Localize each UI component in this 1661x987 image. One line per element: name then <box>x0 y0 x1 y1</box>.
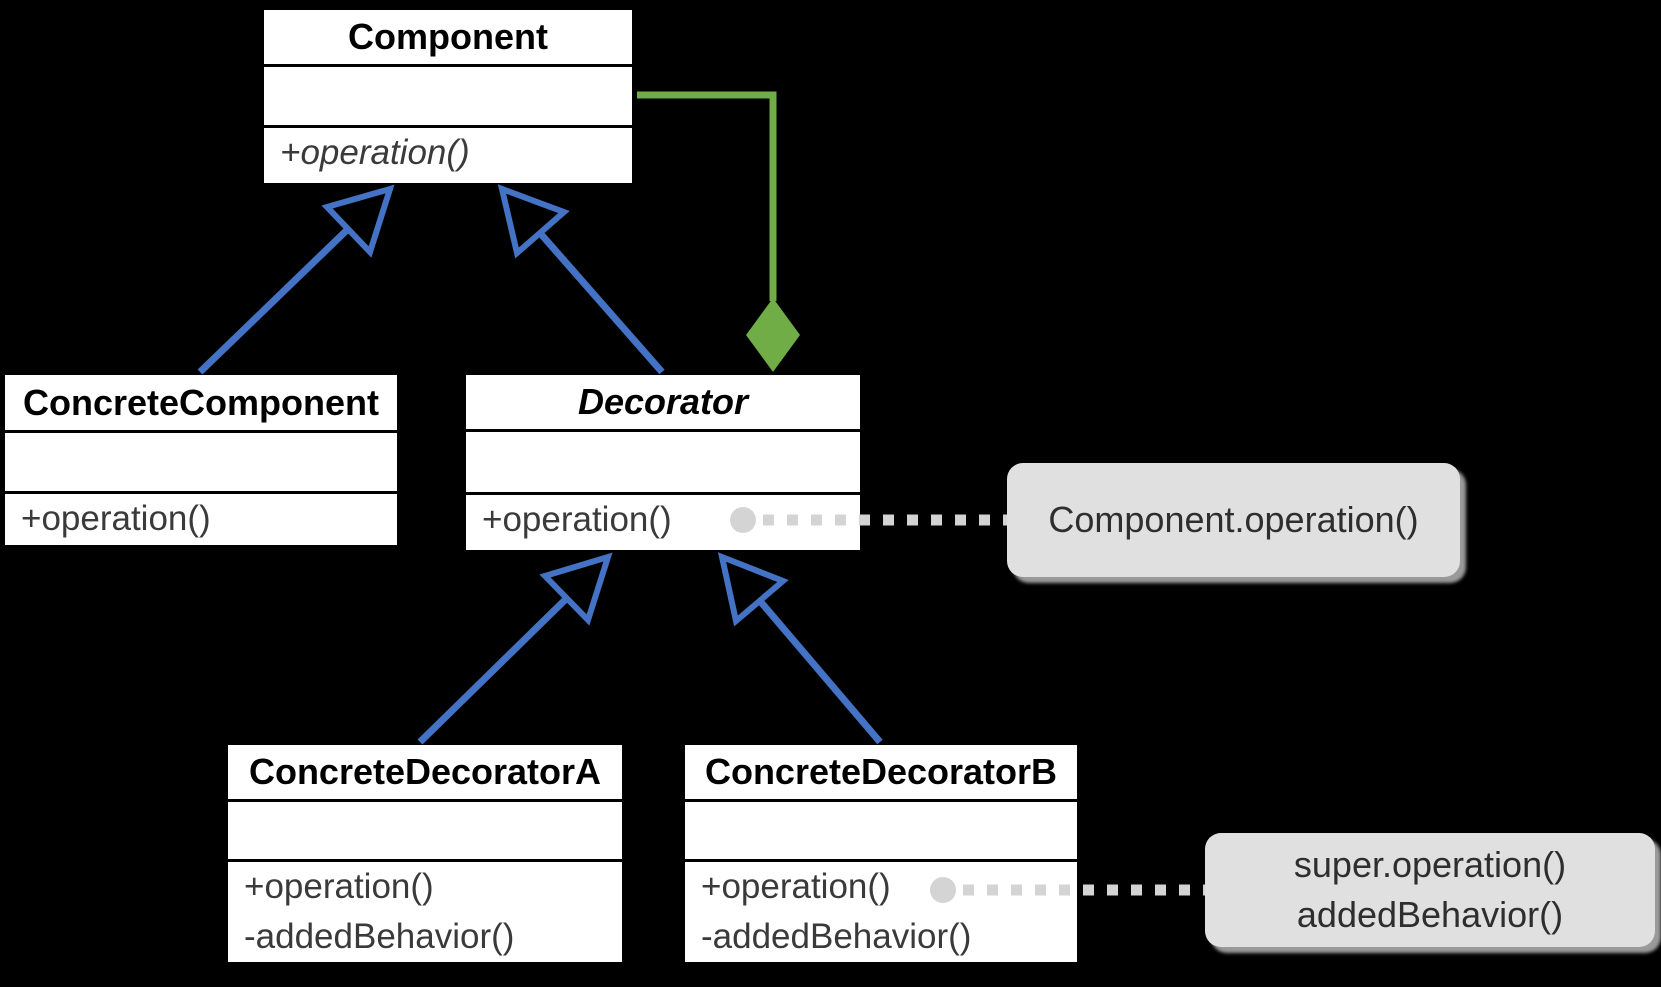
method-operation: +operation() <box>21 499 211 538</box>
class-title-component: Component <box>264 10 632 67</box>
class-attributes-component <box>264 67 632 128</box>
inheritance-line-concrete-decorator-a <box>417 595 570 745</box>
note-line: addedBehavior() <box>1296 894 1564 935</box>
inheritance-line-concrete-decorator-b <box>757 598 883 745</box>
class-methods-concrete-decorator-a: +operation() -addedBehavior() <box>228 862 622 962</box>
method-operation: +operation() <box>280 133 470 172</box>
note-super-operation: super.operation() addedBehavior() <box>1205 833 1655 947</box>
note-line: Component.operation() <box>1048 499 1419 540</box>
class-methods-component: +operation() <box>264 128 632 178</box>
class-methods-concrete-component: +operation() <box>5 494 397 544</box>
inheritance-line-decorator <box>537 230 665 375</box>
inheritance-arrowhead-icon <box>539 552 613 626</box>
class-box-concrete-component: ConcreteComponent +operation() <box>2 372 400 548</box>
class-methods-decorator: +operation() <box>466 495 860 545</box>
note-line: super.operation() <box>1293 844 1567 885</box>
inheritance-arrowhead-icon <box>321 184 395 258</box>
class-attributes-concrete-component <box>5 433 397 494</box>
method-added-behavior: -addedBehavior() <box>244 917 515 956</box>
class-box-concrete-decorator-a: ConcreteDecoratorA +operation() -addedBe… <box>225 742 625 965</box>
method-operation: +operation() <box>701 867 891 906</box>
method-added-behavior: -addedBehavior() <box>701 917 972 956</box>
class-attributes-concrete-decorator-b <box>685 802 1077 862</box>
aggregation-line <box>637 91 777 301</box>
class-box-decorator: Decorator +operation() <box>463 372 863 553</box>
inheritance-arrowhead-icon <box>717 552 789 627</box>
class-box-concrete-decorator-b: ConcreteDecoratorB +operation() -addedBe… <box>682 742 1080 965</box>
aggregation-diamond-icon <box>746 298 800 372</box>
inheritance-arrowhead-icon <box>497 184 570 259</box>
class-title-decorator: Decorator <box>466 375 860 432</box>
method-operation: +operation() <box>244 867 434 906</box>
method-operation: +operation() <box>482 500 672 539</box>
class-box-component: Component +operation() <box>261 7 635 186</box>
class-title-concrete-component: ConcreteComponent <box>5 375 397 433</box>
note-component-operation: Component.operation() <box>1007 463 1460 577</box>
inheritance-line-concrete-component <box>197 226 351 375</box>
class-methods-concrete-decorator-b: +operation() -addedBehavior() <box>685 862 1077 962</box>
class-attributes-concrete-decorator-a <box>228 802 622 862</box>
class-title-concrete-decorator-b: ConcreteDecoratorB <box>685 745 1077 802</box>
class-title-concrete-decorator-a: ConcreteDecoratorA <box>228 745 622 802</box>
class-attributes-decorator <box>466 432 860 495</box>
